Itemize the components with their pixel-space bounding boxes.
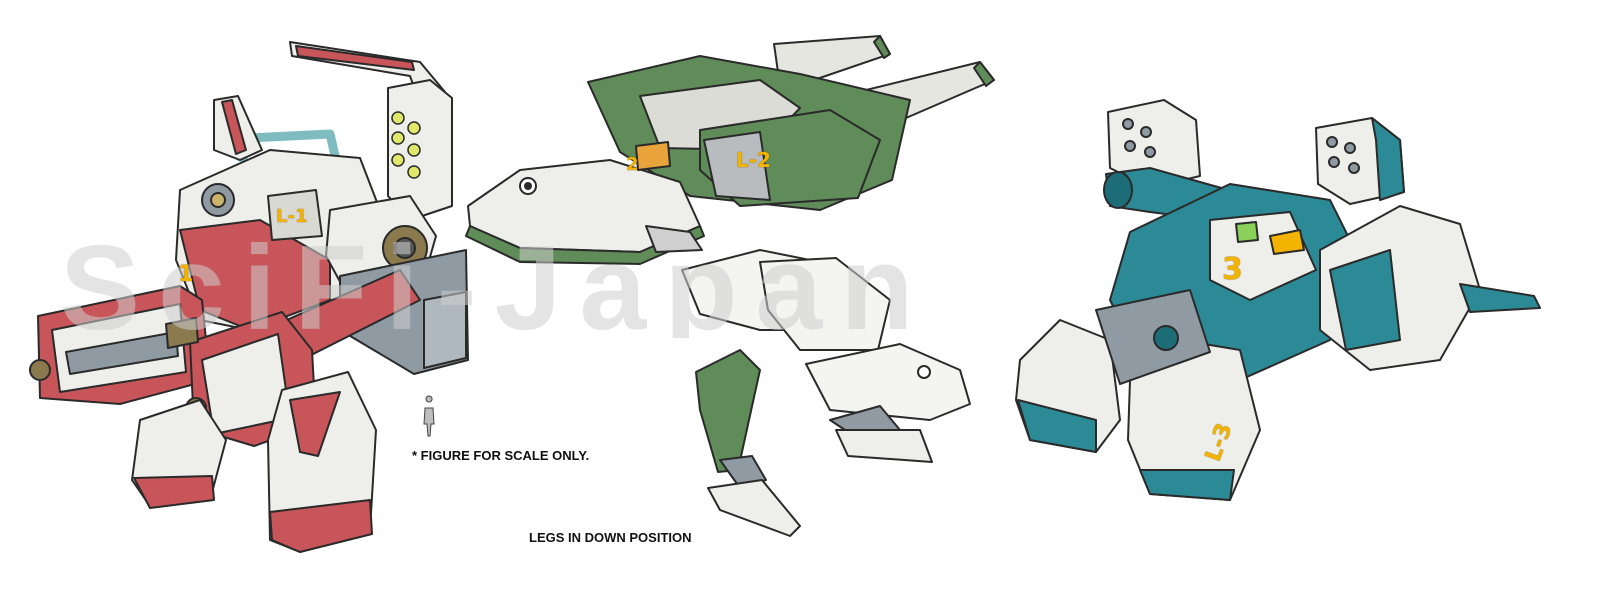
mecha-1-red-walker	[29, 41, 469, 553]
scale-note-caption: * FIGURE FOR SCALE ONLY.	[412, 448, 590, 463]
mecha-1-code-mark: L-1	[276, 206, 308, 227]
legs-down-caption: LEGS IN DOWN POSITION	[529, 530, 692, 545]
mecha-1-number-mark: 1	[178, 262, 194, 287]
mecha-3-teal-walker	[1015, 99, 1541, 501]
mecha-2-number-mark: 2	[626, 154, 639, 175]
mecha-2-green-fighter	[465, 35, 995, 537]
mecha-3-number-mark: 3	[1222, 252, 1243, 287]
mecha-2-code-mark: L-2	[736, 148, 771, 172]
scale-figure-icon	[423, 395, 435, 437]
